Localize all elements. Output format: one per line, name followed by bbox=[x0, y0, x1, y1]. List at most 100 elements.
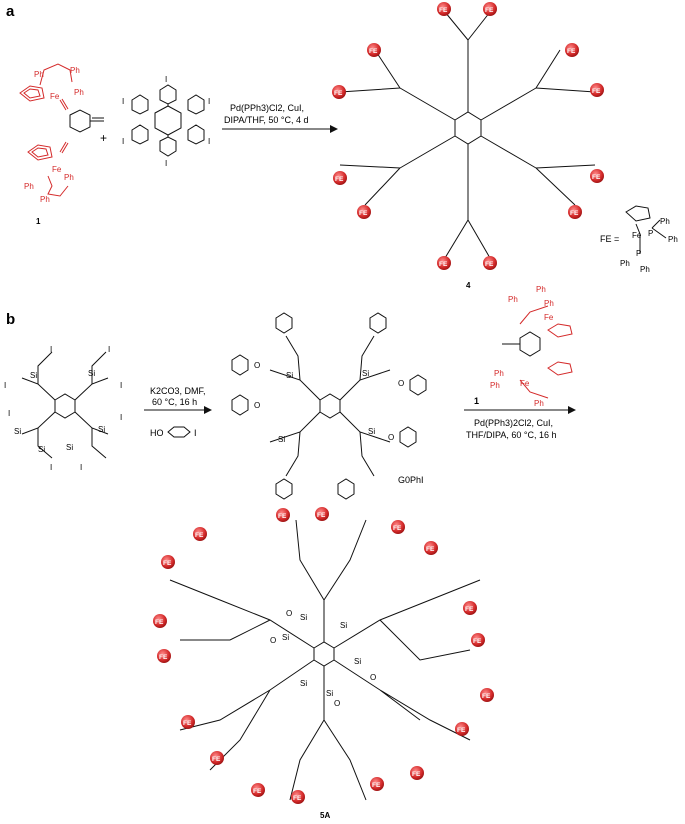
fe-ball-5a-12: FE bbox=[455, 722, 469, 736]
silane-i-7: I bbox=[50, 463, 52, 472]
product-5a-si-2: Si bbox=[282, 633, 289, 642]
product-4-structure bbox=[339, 11, 596, 259]
fe-ball-5a-4: FE bbox=[424, 541, 438, 555]
arrow-b2-ph-2: Ph bbox=[508, 295, 518, 304]
iodo-bottom: I bbox=[165, 159, 167, 168]
silane-si-5: Si bbox=[38, 445, 45, 454]
fe-ball-5a-14: FE bbox=[210, 751, 224, 765]
fe-ball-4-2: FE bbox=[483, 2, 497, 16]
svg-text:FE: FE bbox=[195, 532, 204, 539]
product-5a-structure bbox=[169, 519, 481, 801]
fe-ball-5a-1: FE bbox=[276, 508, 290, 522]
svg-text:FE: FE bbox=[369, 48, 378, 55]
silane-si-6: Si bbox=[66, 443, 73, 452]
fe-ball-4-7: FE bbox=[333, 171, 347, 185]
svg-text:FE: FE bbox=[592, 174, 601, 181]
fe-ball-5a-8: FE bbox=[471, 633, 485, 647]
product-5a-o-3: O bbox=[370, 673, 376, 682]
g0phi-si-1: Si bbox=[286, 371, 293, 380]
silane-i-3: I bbox=[4, 381, 6, 390]
fe-ball-5a-2: FE bbox=[315, 507, 329, 521]
g0phi-o-1: O bbox=[254, 361, 260, 370]
g0phi-o-2: O bbox=[398, 379, 404, 388]
plus-sign: + bbox=[100, 131, 107, 145]
product-5a-o-1: O bbox=[286, 609, 292, 618]
silane-i-6: I bbox=[120, 413, 122, 422]
svg-text:FE: FE bbox=[335, 176, 344, 183]
arrow-b2-compound: 1 bbox=[474, 396, 479, 406]
g0phi-structure bbox=[231, 312, 427, 500]
compound-1-ph-2: Ph bbox=[70, 66, 80, 75]
compound-1-ph-5: Ph bbox=[64, 173, 74, 182]
arrow-b2-head bbox=[568, 406, 576, 414]
arrow-b2-fe-2: Fe bbox=[520, 379, 530, 388]
g0phi-o-3: O bbox=[254, 401, 260, 410]
arrow-b2-conditions-1: Pd(PPh3)2Cl2, CuI, bbox=[474, 418, 553, 428]
fe-legend-ph1: Ph bbox=[660, 217, 670, 226]
silane-i-5: I bbox=[8, 409, 10, 418]
iodo-right-bottom: I bbox=[208, 137, 210, 146]
svg-text:FE: FE bbox=[592, 88, 601, 95]
fe-ball-5a-3: FE bbox=[391, 520, 405, 534]
hexaiodo-core-structure bbox=[131, 84, 205, 157]
svg-text:FE: FE bbox=[155, 619, 164, 626]
svg-text:FE: FE bbox=[465, 606, 474, 613]
iodophenol-i: I bbox=[194, 428, 197, 438]
svg-text:FE: FE bbox=[183, 720, 192, 727]
fe-ball-5a-6: FE bbox=[193, 527, 207, 541]
svg-text:FE: FE bbox=[159, 654, 168, 661]
fe-legend-fe: Fe bbox=[632, 231, 642, 240]
fe-ball-4-3: FE bbox=[367, 43, 381, 57]
silane-si-4: Si bbox=[98, 425, 105, 434]
fe-ball-4-10: FE bbox=[568, 205, 582, 219]
arrow-b2-ph-6: Ph bbox=[534, 399, 544, 408]
silane-i-8: I bbox=[80, 463, 82, 472]
product-5a-o-4: O bbox=[334, 699, 340, 708]
svg-text:FE: FE bbox=[412, 771, 421, 778]
arrow-a-conditions-2: DIPA/THF, 50 °C, 4 d bbox=[224, 115, 308, 125]
compound-4-label: 4 bbox=[466, 281, 471, 290]
fe-ball-5a-11: FE bbox=[480, 688, 494, 702]
compound-1-structure bbox=[19, 63, 104, 197]
svg-text:FE: FE bbox=[570, 210, 579, 217]
iodo-top: I bbox=[165, 75, 167, 84]
arrow-a-conditions-1: Pd(PPh3)Cl2, CuI, bbox=[230, 103, 304, 113]
fe-ball-5a-10: FE bbox=[157, 649, 171, 663]
fe-ball-4-4: FE bbox=[565, 43, 579, 57]
arrow-a-head bbox=[330, 125, 338, 133]
product-5a-si-5: Si bbox=[300, 679, 307, 688]
svg-text:FE: FE bbox=[253, 788, 262, 795]
silane-si-1: Si bbox=[30, 371, 37, 380]
product-5a-si-4: Si bbox=[354, 657, 361, 666]
fe-ball-5a-13: FE bbox=[181, 715, 195, 729]
arrow-b2-conditions-2: THF/DIPA, 60 °C, 16 h bbox=[466, 430, 556, 440]
fe-legend-p1: P bbox=[648, 229, 653, 238]
fe-ball-5a-15: FE bbox=[410, 766, 424, 780]
compound-1-fe-1: Fe bbox=[50, 92, 60, 101]
svg-text:FE: FE bbox=[567, 48, 576, 55]
fe-ball-5a-18: FE bbox=[291, 790, 305, 804]
silane-i-1: I bbox=[50, 345, 52, 354]
arrow-b2-ph-1: Ph bbox=[536, 285, 546, 294]
silane-si-3: Si bbox=[14, 427, 21, 436]
svg-text:FE: FE bbox=[482, 693, 491, 700]
svg-text:FE: FE bbox=[163, 560, 172, 567]
arrow-b2-fe-1: Fe bbox=[544, 313, 554, 322]
fe-ball-5a-5: FE bbox=[161, 555, 175, 569]
svg-text:FE: FE bbox=[293, 795, 302, 802]
fe-ball-4-11: FE bbox=[437, 256, 451, 270]
g0phi-o-4: O bbox=[388, 433, 394, 442]
panel-a-label: a bbox=[6, 3, 15, 20]
compound-1-above-arrow bbox=[502, 305, 573, 399]
svg-text:FE: FE bbox=[317, 512, 326, 519]
silane-i-2: I bbox=[108, 345, 110, 354]
silane-si-2: Si bbox=[88, 369, 95, 378]
iodophenol-ho: HO bbox=[150, 428, 164, 438]
fe-legend-ph3: Ph bbox=[620, 259, 630, 268]
svg-text:FE: FE bbox=[439, 7, 448, 14]
compound-1-label: 1 bbox=[36, 217, 41, 226]
svg-text:FE: FE bbox=[212, 756, 221, 763]
svg-text:FE: FE bbox=[372, 782, 381, 789]
svg-text:FE: FE bbox=[359, 210, 368, 217]
compound-1-ph-6: Ph bbox=[40, 195, 50, 204]
